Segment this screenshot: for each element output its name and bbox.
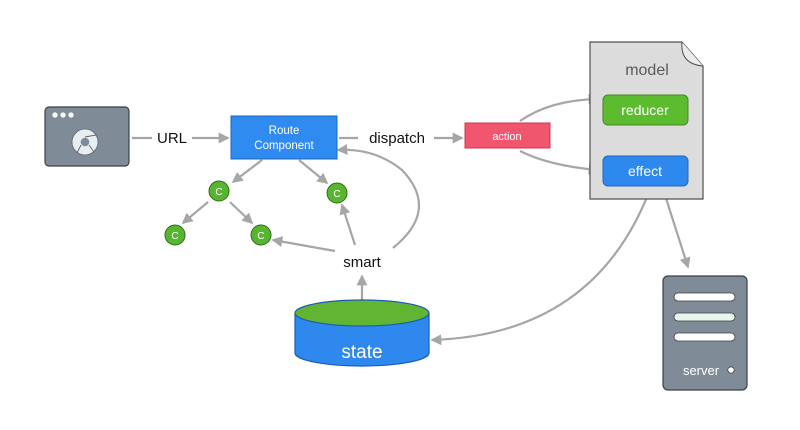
action-label: action — [492, 131, 521, 143]
action-node: action — [464, 122, 551, 149]
edge-route-to-c1 — [231, 159, 263, 183]
edges — [132, 93, 691, 346]
server-icon: server — [662, 275, 748, 391]
reducer-node: reducer — [602, 94, 689, 126]
component-c3: C — [164, 224, 186, 246]
edge-effect-server — [658, 180, 691, 269]
component-c4: C — [250, 224, 272, 246]
effect-node: effect — [602, 155, 689, 187]
edge-c1-to-c3 — [181, 201, 209, 225]
edge-c1-to-c4 — [229, 201, 254, 225]
effect-label: effect — [628, 163, 662, 179]
chrome-logo-icon — [71, 128, 99, 156]
smart-label: smart — [343, 254, 381, 271]
edge-smart-to-route — [336, 144, 421, 249]
server-label: server — [683, 363, 720, 378]
component-c4-label: C — [257, 231, 264, 242]
database-icon: state — [294, 299, 430, 367]
component-c3-label: C — [171, 231, 178, 242]
server-status-led — [727, 366, 735, 374]
dispatch-label: dispatch — [369, 130, 425, 147]
browser-window-icon — [44, 106, 130, 167]
edge-action-to-reducer — [519, 93, 600, 122]
model-document: model reducer effect — [589, 41, 704, 200]
state-label: state — [341, 342, 382, 363]
component-c2-label: C — [333, 189, 340, 200]
model-title: model — [625, 62, 669, 79]
edge-smart-to-c4 — [271, 236, 336, 253]
component-c1: C — [208, 180, 230, 202]
component-c2: C — [326, 182, 348, 204]
route-component-label-line1: Route — [269, 125, 300, 137]
route-component-node: Route Component — [230, 115, 338, 160]
edge-action-to-effect — [519, 150, 600, 175]
reducer-label: reducer — [621, 102, 669, 118]
edge-model-to-state — [430, 196, 649, 346]
component-c1-label: C — [215, 187, 222, 198]
url-label: URL — [157, 130, 187, 147]
edge-route-to-c2 — [298, 159, 329, 185]
route-component-label-line2: Component — [254, 140, 314, 152]
edge-smart-to-c2 — [339, 203, 357, 246]
